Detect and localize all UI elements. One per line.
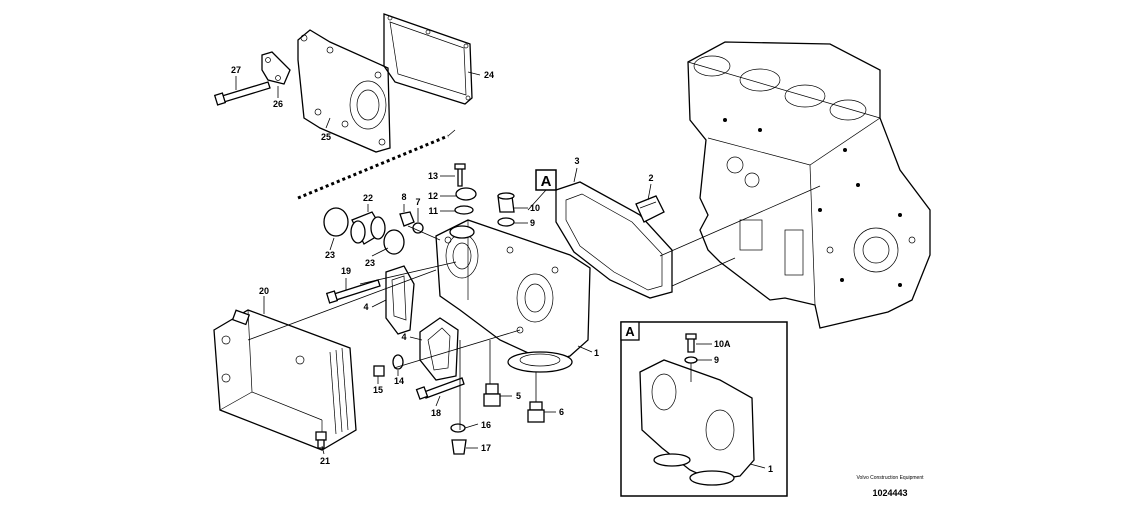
plug-8 (399, 211, 415, 227)
washer-9 (497, 217, 515, 227)
assembly-line-3 (359, 261, 457, 285)
label-26: 26 (273, 99, 283, 109)
o-ring-11 (454, 205, 474, 215)
callout-a: A (527, 169, 557, 211)
label-16: 16 (481, 420, 491, 430)
inset-label-1: 1 (768, 464, 773, 474)
label-14: 14 (394, 376, 404, 386)
leader-dashed-end (447, 129, 456, 137)
callout-a-letter: A (541, 173, 552, 190)
label-4-lower: 4 (401, 332, 406, 342)
engine-block (687, 41, 931, 329)
label-7: 7 (415, 197, 420, 207)
label-17: 17 (481, 443, 491, 453)
plug-15 (373, 365, 385, 377)
inset-label-10a: 10A (714, 339, 731, 349)
bolt-21 (315, 431, 327, 449)
label-12: 12 (428, 191, 438, 201)
cover-gasket (383, 13, 473, 105)
assembly-line-2 (671, 257, 736, 287)
assembly-line-1 (659, 185, 821, 257)
sensor-2 (635, 195, 665, 223)
o-ring-left (323, 207, 349, 237)
label-24: 24 (484, 70, 494, 80)
label-18: 18 (431, 408, 441, 418)
bolt-27 (213, 81, 271, 106)
cover-plate (297, 29, 391, 153)
assembly-line-8 (407, 225, 441, 241)
fitting-6 (527, 401, 545, 423)
label-13: 13 (428, 171, 438, 181)
filter-housing (435, 219, 591, 373)
bolt-19 (325, 279, 381, 304)
part-labels: 27 26 25 24 22 23 23 8 7 13 12 11 10 9 3… (231, 65, 654, 466)
inset-tag: A (625, 324, 635, 339)
banjo-12 (455, 187, 477, 201)
bracket (261, 51, 291, 85)
footer-block: Volvo Construction Equipment 1024443 (857, 475, 925, 498)
bolt-18 (415, 377, 465, 400)
inset-labels: 10A 9 1 (714, 339, 773, 474)
plug-10 (497, 192, 515, 213)
label-22: 22 (363, 193, 373, 203)
footer-number: 1024443 (872, 488, 907, 498)
label-11: 11 (428, 206, 438, 216)
leader-lines (235, 71, 652, 455)
assembly-line-4 (393, 329, 521, 369)
label-21: 21 (320, 456, 330, 466)
label-4-upper: 4 (363, 302, 368, 312)
label-3: 3 (574, 156, 579, 166)
washer-16 (450, 423, 466, 433)
label-23-left: 23 (325, 250, 335, 260)
label-5: 5 (516, 391, 521, 401)
detail-inset: A (620, 321, 788, 497)
label-27: 27 (231, 65, 241, 75)
o-ring-right (383, 229, 405, 255)
label-23-right: 23 (365, 258, 375, 268)
gasket-upper (385, 265, 415, 335)
inset-label-9: 9 (714, 355, 719, 365)
label-6: 6 (559, 407, 564, 417)
label-9: 9 (530, 218, 535, 228)
bolt-13 (454, 163, 466, 187)
gasket-large (555, 181, 673, 299)
label-15: 15 (373, 385, 383, 395)
washer-14 (392, 354, 404, 370)
assembly-line-9 (247, 269, 437, 341)
plug-17 (451, 439, 467, 455)
oil-cooler (213, 309, 357, 451)
label-25: 25 (321, 132, 331, 142)
cylinder-insert (350, 211, 386, 245)
fitting-5 (483, 383, 501, 407)
label-2: 2 (648, 173, 653, 183)
label-1: 1 (594, 348, 599, 358)
gasket-lower (419, 317, 459, 381)
label-19: 19 (341, 266, 351, 276)
footer-brand: Volvo Construction Equipment (857, 475, 925, 481)
label-8: 8 (401, 192, 406, 202)
label-20: 20 (259, 286, 269, 296)
label-10: 10 (530, 203, 540, 213)
